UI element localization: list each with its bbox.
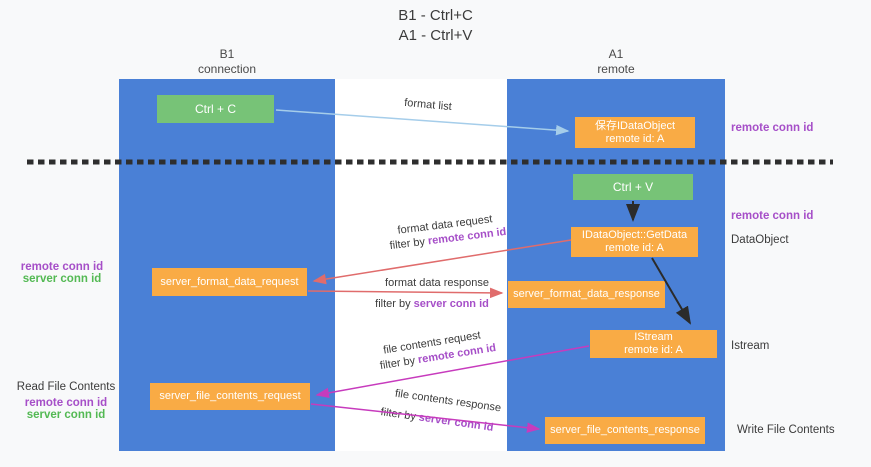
server-conn-id-key: server conn id: [413, 298, 489, 310]
label-remote-conn-id-top: remote conn id: [731, 122, 814, 134]
istream-line1: IStream: [634, 331, 673, 343]
left-mid-labels: remote conn id server conn id: [14, 261, 110, 285]
title-line-2: A1 - Ctrl+V: [398, 27, 473, 44]
getdata-line2: remote id: A: [605, 242, 664, 254]
node-server-file-contents-request: server_file_contents_request: [150, 383, 310, 410]
getdata-line1: IDataObject::GetData: [581, 229, 688, 241]
label-filter-by-server-conn-id-1: filter by server conn id: [362, 298, 502, 310]
save-idataobject-line1: 保存IDataObject: [594, 119, 676, 132]
diagram-title: B1 - Ctrl+C A1 - Ctrl+V: [0, 6, 871, 46]
label-format-data-response: format data response: [385, 277, 489, 289]
label-write-file-contents: Write File Contents: [737, 424, 835, 436]
label-left-server-conn-id: server conn id: [22, 273, 102, 285]
lane-header-a1: A1 remote: [507, 47, 725, 77]
node-server-format-data-response: server_format_data_response: [508, 281, 665, 308]
label-remote-conn-id-mid: remote conn id: [731, 210, 814, 222]
label-left-bottom-server-conn-id: server conn id: [26, 409, 106, 421]
label-left-bottom-remote-conn-id: remote conn id: [24, 397, 108, 409]
save-idataobject-line2: remote id: A: [605, 132, 665, 145]
label-dataobject: DataObject: [731, 234, 789, 246]
title-line-1: B1 - Ctrl+C: [398, 7, 473, 24]
filter-by-text: filter by: [375, 298, 414, 310]
node-ctrl-c: Ctrl + C: [157, 95, 274, 123]
node-server-format-data-request: server_format_data_request: [152, 268, 307, 296]
label-read-file-contents: Read File Contents: [16, 381, 116, 393]
node-save-idataobject: 保存IDataObject remote id: A: [575, 117, 695, 148]
node-istream: IStream remote id: A: [590, 330, 717, 358]
node-ctrl-v: Ctrl + V: [573, 174, 693, 200]
node-server-file-contents-response: server_file_contents_response: [545, 417, 705, 444]
lane-a1-name: A1: [608, 47, 624, 61]
lane-b1-subtitle: connection: [197, 62, 257, 76]
lane-header-b1: B1 connection: [119, 47, 335, 77]
label-left-remote-conn-id: remote conn id: [20, 261, 104, 273]
ctrl-v-label: Ctrl + V: [612, 179, 654, 194]
ctrl-c-label: Ctrl + C: [194, 101, 236, 116]
server-format-data-response-label: server_format_data_response: [513, 288, 660, 300]
server-format-data-request-label: server_format_data_request: [160, 275, 299, 288]
server-file-contents-request-label: server_file_contents_request: [159, 390, 301, 402]
server-file-contents-response-label: server_file_contents_response: [550, 424, 700, 436]
istream-line2: remote id: A: [624, 344, 683, 356]
label-istream: Istream: [731, 340, 770, 352]
node-idataobject-getdata: IDataObject::GetData remote id: A: [571, 227, 698, 257]
left-bottom-labels: Read File Contents remote conn id server…: [14, 381, 118, 421]
lane-a1-subtitle: remote: [597, 62, 635, 76]
lane-b1-name: B1: [219, 47, 235, 61]
